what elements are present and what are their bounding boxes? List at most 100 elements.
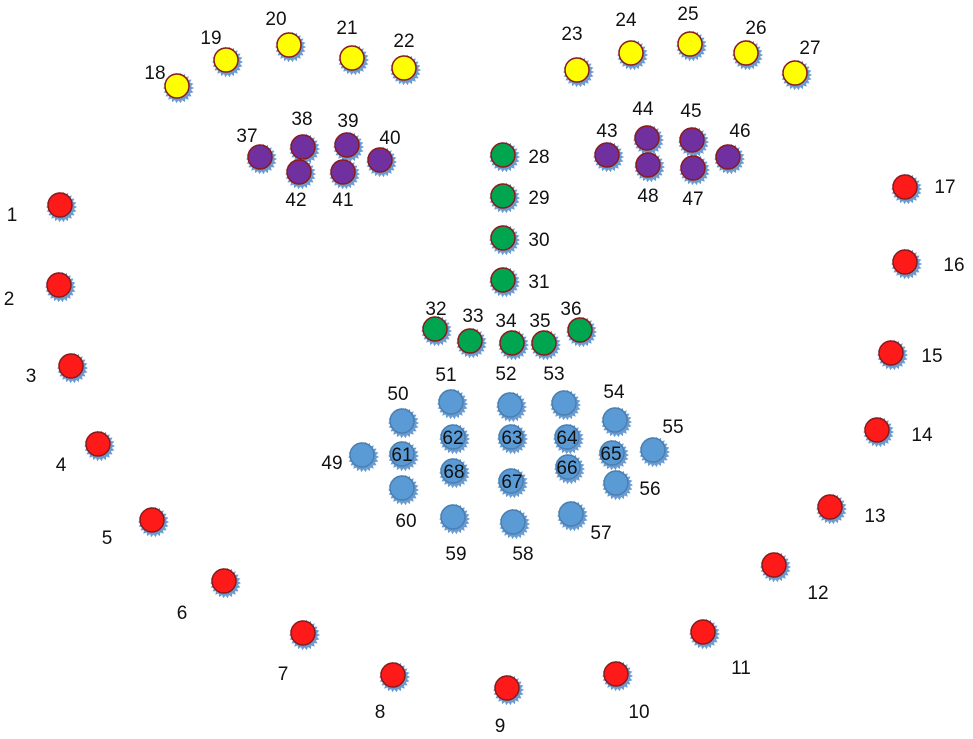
landmark-label-60: 60 xyxy=(395,511,416,532)
landmark-dot-eye xyxy=(286,159,312,185)
landmark-37 xyxy=(246,143,277,175)
landmark-label-54: 54 xyxy=(603,382,625,403)
landmark-12 xyxy=(760,551,791,583)
landmark-label-21: 21 xyxy=(336,18,357,39)
landmark-dot-nose xyxy=(457,328,483,354)
landmark-dot-nose xyxy=(490,267,516,293)
landmark-63 xyxy=(497,423,528,455)
landmark-label-23: 23 xyxy=(561,24,582,45)
landmark-label-64: 64 xyxy=(556,428,578,449)
landmark-label-41: 41 xyxy=(332,190,353,211)
landmark-6 xyxy=(210,567,241,599)
landmark-label-52: 52 xyxy=(495,364,516,385)
landmark-label-26: 26 xyxy=(745,18,766,39)
landmark-label-20: 20 xyxy=(265,9,286,30)
landmark-dot-jaw xyxy=(864,417,890,443)
landmark-label-3: 3 xyxy=(26,366,37,387)
landmark-43 xyxy=(593,141,624,173)
landmark-dot-mouth xyxy=(554,424,580,450)
landmark-29 xyxy=(489,182,520,214)
landmark-dot-mouth xyxy=(440,458,466,484)
landmark-42 xyxy=(285,158,316,190)
landmark-label-2: 2 xyxy=(4,289,15,310)
landmark-label-39: 39 xyxy=(337,111,358,132)
landmark-dot-brow xyxy=(782,60,808,86)
landmark-label-14: 14 xyxy=(911,425,933,446)
landmark-dot-jaw xyxy=(139,507,165,533)
landmark-60 xyxy=(388,474,419,506)
landmark-dot-jaw xyxy=(878,340,904,366)
landmark-41 xyxy=(329,158,360,190)
landmark-label-11: 11 xyxy=(731,658,751,679)
landmark-label-47: 47 xyxy=(682,189,703,210)
landmark-11 xyxy=(689,618,720,650)
landmark-21 xyxy=(338,44,369,76)
landmark-label-29: 29 xyxy=(528,188,549,209)
landmark-35 xyxy=(530,329,561,361)
landmark-label-13: 13 xyxy=(864,506,885,527)
landmark-dot-mouth xyxy=(438,389,464,415)
landmark-61 xyxy=(388,440,419,472)
landmark-dot-brow xyxy=(564,57,590,83)
landmark-dot-jaw xyxy=(892,174,918,200)
landmark-label-25: 25 xyxy=(677,4,698,25)
landmark-32 xyxy=(421,315,452,347)
landmark-label-53: 53 xyxy=(543,364,564,385)
landmark-dot-eye xyxy=(330,159,356,185)
landmark-label-16: 16 xyxy=(943,255,964,276)
landmark-62 xyxy=(439,423,470,455)
landmark-label-4: 4 xyxy=(56,455,67,476)
landmark-label-30: 30 xyxy=(528,230,549,251)
landmark-label-6: 6 xyxy=(177,603,188,624)
landmark-label-8: 8 xyxy=(375,702,386,723)
landmark-dot-mouth xyxy=(640,437,666,463)
landmark-label-49: 49 xyxy=(321,453,342,474)
landmark-label-67: 67 xyxy=(501,472,522,493)
landmark-label-40: 40 xyxy=(379,128,400,149)
landmark-label-31: 31 xyxy=(528,272,549,293)
landmark-53 xyxy=(550,389,581,421)
landmark-dot-brow xyxy=(164,73,190,99)
landmark-dot-jaw xyxy=(85,431,111,457)
landmark-dot-brow xyxy=(618,40,644,66)
landmark-47 xyxy=(679,154,710,186)
landmark-label-61: 61 xyxy=(391,445,412,466)
landmark-28 xyxy=(489,141,520,173)
landmark-dot-jaw xyxy=(211,568,237,594)
landmark-label-1: 1 xyxy=(7,205,18,226)
landmark-39 xyxy=(333,131,364,163)
landmark-44 xyxy=(633,124,664,156)
landmark-dot-jaw xyxy=(603,661,629,687)
landmark-dot-brow xyxy=(276,32,302,58)
landmark-label-66: 66 xyxy=(556,458,577,479)
landmark-dot-jaw xyxy=(817,494,843,520)
landmark-dot-brow xyxy=(733,40,759,66)
landmark-label-36: 36 xyxy=(560,299,581,320)
landmark-label-65: 65 xyxy=(600,444,621,465)
landmark-40 xyxy=(366,146,397,178)
landmark-dot-mouth xyxy=(389,475,415,501)
landmark-label-45: 45 xyxy=(680,101,701,122)
landmark-9 xyxy=(493,674,524,706)
landmark-dot-nose xyxy=(422,316,448,342)
landmark-label-34: 34 xyxy=(495,311,517,332)
landmark-label-15: 15 xyxy=(921,346,942,367)
landmark-dot-eye xyxy=(635,152,661,178)
landmark-55 xyxy=(639,436,670,468)
landmark-1 xyxy=(46,191,77,223)
landmark-dot-mouth xyxy=(349,442,375,468)
landmark-3 xyxy=(57,352,88,384)
landmark-dot-eye xyxy=(634,125,660,151)
landmark-label-37: 37 xyxy=(236,126,257,147)
landmark-dot-eye xyxy=(715,144,741,170)
landmark-dot-mouth xyxy=(599,440,625,466)
landmark-dot-nose xyxy=(490,225,516,251)
landmark-label-5: 5 xyxy=(102,528,113,549)
landmark-66 xyxy=(554,453,585,485)
landmark-dot-jaw xyxy=(892,249,918,275)
landmark-dot-eye xyxy=(594,142,620,168)
landmark-dot-jaw xyxy=(380,662,406,688)
landmark-26 xyxy=(732,39,763,71)
landmark-label-28: 28 xyxy=(528,147,549,168)
